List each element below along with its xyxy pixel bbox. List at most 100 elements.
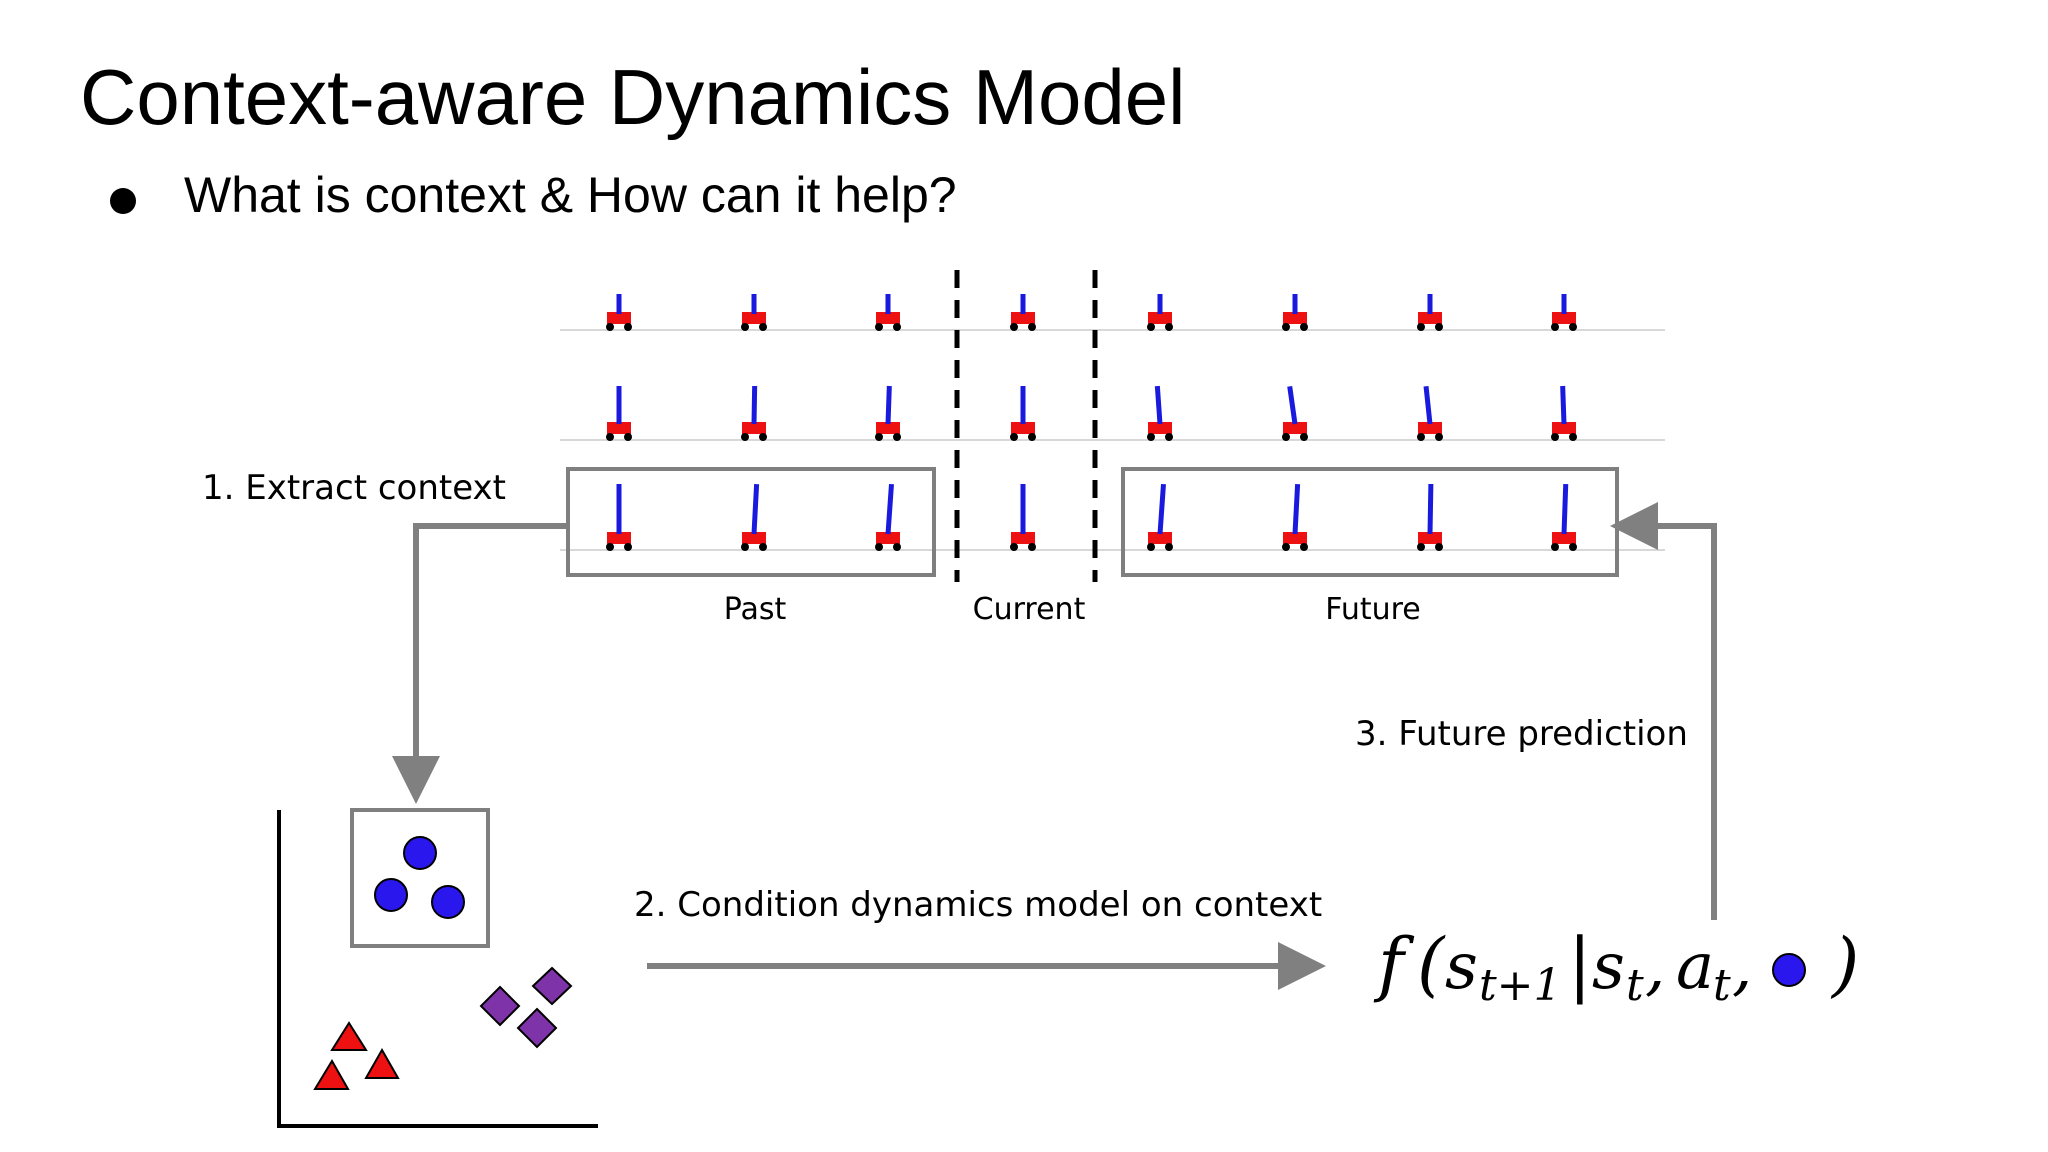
cart <box>742 312 766 324</box>
cart <box>1148 532 1172 544</box>
wheel <box>893 543 901 551</box>
slide-title: Context-aware Dynamics Model <box>80 53 1186 141</box>
pole <box>751 385 758 425</box>
cart <box>607 532 631 544</box>
cartpole-icon <box>1551 294 1577 331</box>
cartpole-icon <box>1282 386 1308 441</box>
bullet-icon <box>110 188 136 214</box>
cart <box>876 422 900 434</box>
pole <box>1423 385 1433 425</box>
formula-close-paren: ) <box>1830 923 1859 1005</box>
wheel <box>1028 433 1036 441</box>
current-label: Current <box>973 592 1086 627</box>
wheel <box>1147 323 1155 331</box>
circle-marker-icon <box>403 836 437 870</box>
extract-arrow <box>392 523 566 804</box>
formula-comma: , <box>1645 930 1665 1004</box>
step-condition-label: 2. Condition dynamics model on context <box>634 885 1322 925</box>
cartpole-grid <box>606 294 1577 551</box>
cart <box>876 532 900 544</box>
wheel <box>1551 433 1559 441</box>
cartpole-icon <box>1282 294 1308 331</box>
wheel <box>741 323 749 331</box>
context-plot-axes <box>277 810 598 1128</box>
wheel <box>1551 323 1559 331</box>
triangle-marker-icon <box>313 1059 350 1090</box>
wheel <box>606 323 614 331</box>
cartpole-icon <box>1417 294 1443 331</box>
cartpole-icon <box>1010 294 1036 331</box>
wheel <box>1435 543 1443 551</box>
wheel <box>875 433 883 441</box>
formula-comma: , <box>1732 930 1752 1004</box>
cartpole-icon <box>1282 483 1308 551</box>
wheel <box>893 433 901 441</box>
diamond-marker-icon <box>516 1007 558 1049</box>
cart <box>1011 312 1035 324</box>
wheel <box>741 433 749 441</box>
wheel <box>1551 543 1559 551</box>
wheel <box>1569 433 1577 441</box>
diamond-marker-icon <box>531 966 573 1006</box>
context-circle-icon <box>1772 953 1806 987</box>
context-highlight-box <box>350 808 490 948</box>
pole <box>751 483 760 535</box>
pole <box>1427 483 1434 535</box>
cart <box>607 422 631 434</box>
wheel <box>1028 543 1036 551</box>
cartpole-icon <box>606 294 632 331</box>
wheel <box>624 433 632 441</box>
cart <box>1148 312 1172 324</box>
wheel <box>1435 433 1443 441</box>
cartpole-icon <box>1147 294 1173 331</box>
wheel <box>1010 323 1018 331</box>
diamond-marker-icon <box>479 985 521 1027</box>
cart <box>742 532 766 544</box>
wheel <box>1435 323 1443 331</box>
wheel <box>1282 433 1290 441</box>
cart <box>1552 532 1576 544</box>
step-extract-label: 1. Extract context <box>202 468 506 508</box>
wheel <box>893 323 901 331</box>
triangle-marker-icon <box>330 1021 368 1051</box>
cart <box>876 312 900 324</box>
wheel <box>759 323 767 331</box>
cartpole-icon <box>1010 386 1036 441</box>
wheel <box>624 543 632 551</box>
cartpole-icon <box>741 385 767 441</box>
pole <box>1157 483 1166 535</box>
bullet-text: What is context & How can it help? <box>184 167 957 223</box>
pole <box>1561 483 1569 535</box>
cart <box>1283 422 1307 434</box>
cartpole-icon <box>741 483 767 551</box>
cartpole-icon <box>606 386 632 441</box>
pole <box>1292 483 1301 535</box>
cartpole-icon <box>1147 385 1173 441</box>
wheel <box>606 543 614 551</box>
cartpole-icon <box>1551 483 1577 551</box>
past-box <box>566 467 936 577</box>
cart <box>1148 422 1172 434</box>
wheel <box>1165 323 1173 331</box>
circle-marker-icon <box>374 878 408 912</box>
formula-subscript-t: t <box>1713 960 1731 1011</box>
cart <box>1418 422 1442 434</box>
wheel <box>1147 543 1155 551</box>
pole <box>1560 385 1567 425</box>
wheel <box>1300 433 1308 441</box>
cart <box>1283 532 1307 544</box>
wheel <box>606 433 614 441</box>
future-label: Future <box>1325 592 1421 627</box>
cart <box>1011 422 1035 434</box>
wheel <box>1300 323 1308 331</box>
wheel <box>741 543 749 551</box>
cartpole-icon <box>1417 385 1443 441</box>
wheel <box>1417 543 1425 551</box>
pole <box>885 483 894 535</box>
cartpole-icon <box>875 385 901 441</box>
wheel <box>875 543 883 551</box>
wheel <box>1569 323 1577 331</box>
formula-subscript-t: t <box>1626 960 1644 1011</box>
